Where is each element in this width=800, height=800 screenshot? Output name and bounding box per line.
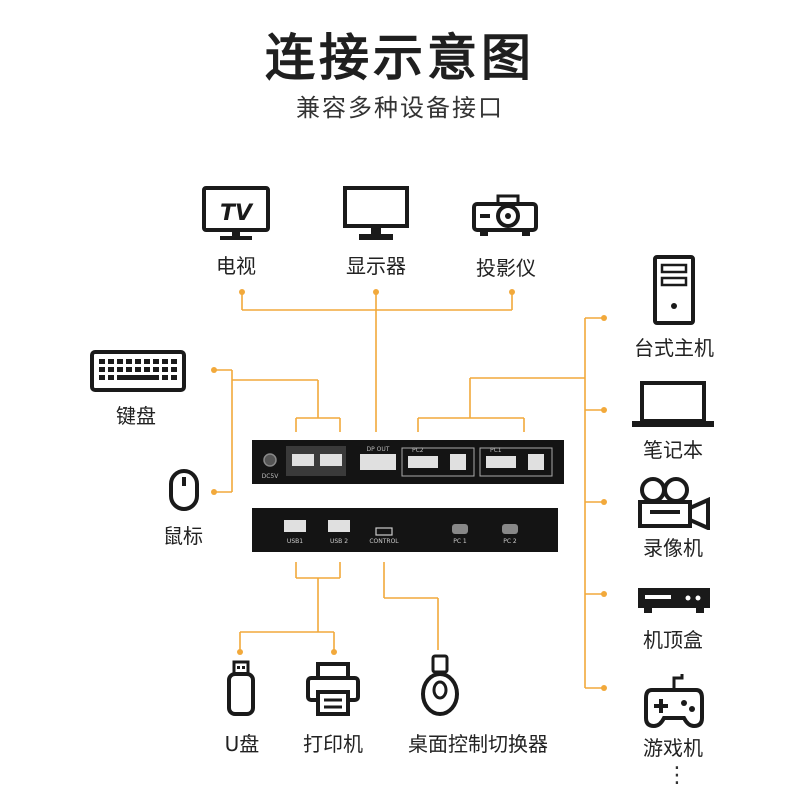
label-mouse: 鼠标	[163, 524, 203, 548]
label-keyboard: 键盘	[116, 404, 156, 428]
desktop-switch-icon	[421, 654, 459, 716]
projector-icon	[472, 194, 538, 236]
port-label-control: CONTROL	[369, 538, 399, 545]
label-video-camera: 录像机	[643, 536, 703, 560]
kvm-front-panel: USB1 USB 2 CONTROL PC 1 PC 2	[252, 508, 558, 552]
tv-icon: TV	[202, 186, 270, 240]
laptop-icon	[632, 381, 714, 427]
monitor-icon	[343, 186, 409, 240]
led-label-pc2: PC 2	[503, 538, 517, 545]
page-title: 连接示意图	[265, 29, 535, 87]
label-set-top-box: 机顶盒	[643, 628, 703, 652]
port-label-pc2: PC2	[412, 447, 424, 454]
label-laptop: 笔记本	[643, 438, 703, 462]
led-label-pc1: PC 1	[453, 538, 467, 545]
tv-icon-text: TV	[220, 201, 254, 226]
keyboard-icon	[90, 350, 186, 392]
port-label-dp-out: DP OUT	[367, 446, 390, 453]
port-label-dc: DC5V	[262, 473, 280, 480]
usb-drive-icon	[227, 660, 255, 716]
label-projector: 投影仪	[476, 256, 536, 280]
label-desktop-switch: 桌面控制切换器	[408, 732, 548, 756]
gamepad-icon	[644, 674, 704, 728]
label-monitor: 显示器	[346, 254, 406, 278]
port-label-usb2: USB 2	[330, 538, 348, 545]
desktop-tower-icon	[653, 255, 695, 325]
label-printer: 打印机	[303, 732, 363, 756]
set-top-box-icon	[638, 588, 710, 613]
label-gamepad: 游戏机	[643, 736, 703, 760]
port-label-usb1: USB1	[287, 538, 303, 545]
label-usb-drive: U盘	[224, 732, 260, 756]
video-camera-icon	[638, 477, 710, 530]
label-desktop-tower: 台式主机	[634, 336, 714, 360]
page-subtitle: 兼容多种设备接口	[296, 94, 504, 122]
label-tv: 电视	[216, 254, 256, 278]
kvm-back-panel: DC5V DP OUT PC2 PC1	[252, 440, 564, 484]
more-devices-indicator: ⋮	[666, 763, 688, 788]
printer-icon	[306, 662, 360, 716]
port-label-pc1: PC1	[490, 447, 502, 454]
mouse-icon	[169, 469, 199, 511]
